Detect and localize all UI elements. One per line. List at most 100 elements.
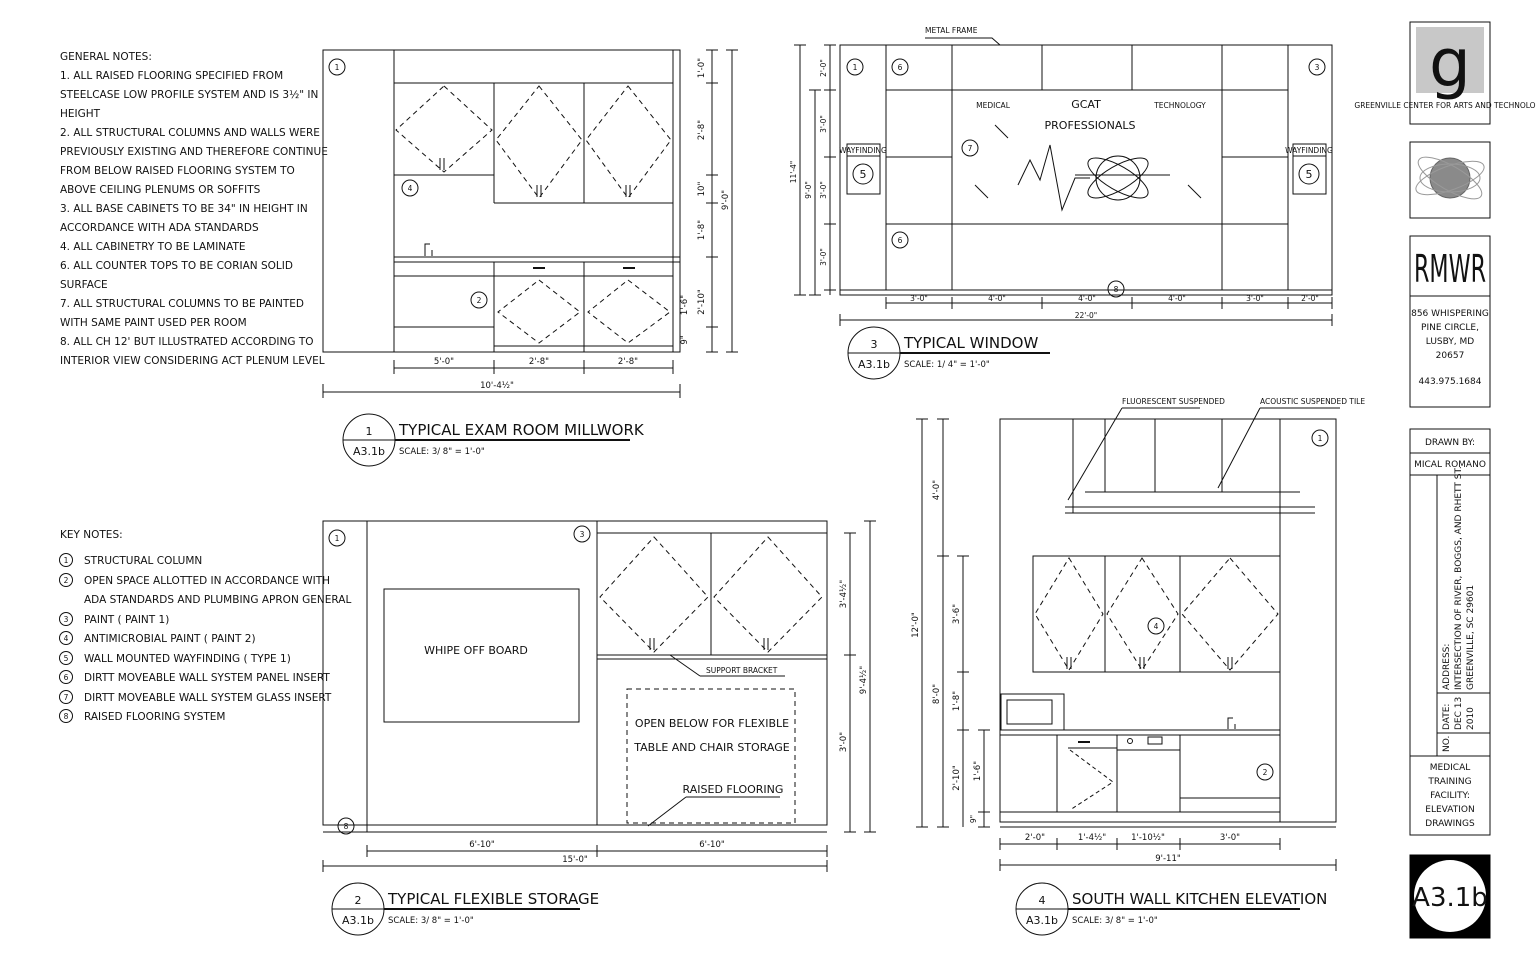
key-note-text: WALL MOUNTED WAYFINDING ( TYPE 1) bbox=[84, 653, 291, 665]
atom-logo-box bbox=[1409, 141, 1491, 219]
drawing3-tag: 3 bbox=[1315, 63, 1320, 72]
drawing1-dim: 9" bbox=[680, 335, 690, 344]
drawing1-dim: 1'-0" bbox=[697, 58, 707, 78]
general-note-line: FROM BELOW RAISED FLOORING SYSTEM TO bbox=[60, 165, 295, 177]
project-name-line: TRAINING bbox=[1427, 777, 1471, 787]
drawing2-sheet-ref: A3.1b bbox=[342, 914, 374, 927]
key-note-number: 1 bbox=[64, 556, 69, 565]
drawing4-dim: 4'-0" bbox=[932, 480, 942, 500]
key-notes: KEY NOTES: 1 STRUCTURAL COLUMN 2 OPEN SP… bbox=[59, 529, 351, 723]
drawing2-dim: 6'-10" bbox=[699, 840, 725, 850]
support-bracket-label: SUPPORT BRACKET bbox=[706, 666, 778, 675]
number-label: NO. bbox=[1442, 736, 1452, 752]
drawing2-dim: 3'-4½" bbox=[839, 580, 849, 608]
key-note-text: ADA STANDARDS AND PLUMBING APRON GENERAL bbox=[84, 594, 351, 606]
firm-address-line: LUSBY, MD bbox=[1426, 337, 1475, 347]
key-note-item: 2 OPEN SPACE ALLOTTED IN ACCORDANCE WITH bbox=[59, 573, 330, 587]
drawing4-tag: 4 bbox=[1154, 622, 1159, 631]
address-label: ADDRESS: bbox=[1442, 644, 1452, 690]
project-name-line: DRAWINGS bbox=[1425, 819, 1475, 829]
drawing2-title-block: 2 A3.1b TYPICAL FLEXIBLE STORAGE SCALE: … bbox=[331, 882, 599, 936]
general-note-line: WITH SAME PAINT USED PER ROOM bbox=[60, 317, 247, 329]
address-value-line1: INTERSECTION OF RIVER, BOGGS, AND RHETT … bbox=[1454, 466, 1464, 690]
drawing3-dim-total: 22'-0" bbox=[1075, 311, 1098, 320]
drawing2-tag: 8 bbox=[344, 822, 349, 831]
drawing3-tag: 1 bbox=[853, 63, 858, 72]
drawing3-title-block: 3 A3.1b TYPICAL WINDOW SCALE: 1/ 4" = 1'… bbox=[847, 326, 1050, 380]
general-note-line: 7. ALL STRUCTURAL COLUMNS TO BE PAINTED bbox=[60, 298, 304, 310]
atom-logo bbox=[1415, 156, 1485, 200]
general-note-line: 8. ALL CH 12' BUT ILLUSTRATED ACCORDING … bbox=[60, 336, 314, 348]
general-note-line: STEELCASE LOW PROFILE SYSTEM AND IS 3½" … bbox=[60, 89, 318, 101]
drawing4-dim: 1'-4½" bbox=[1078, 833, 1106, 843]
general-note-line: INTERIOR VIEW CONSIDERING ACT PLENUM LEV… bbox=[60, 355, 325, 367]
general-note-line: SURFACE bbox=[60, 279, 108, 291]
drawing4-number: 4 bbox=[1039, 894, 1046, 907]
drawing4-sheet-ref: A3.1b bbox=[1026, 914, 1058, 927]
key-notes-title: KEY NOTES: bbox=[60, 529, 123, 541]
drawing3-tag: 5 bbox=[1306, 168, 1313, 181]
drawing-south-wall-kitchen: 1 4 2 FLUORESCENT SUSPENDED ACOUSTIC SUS… bbox=[911, 397, 1365, 936]
drawing4-title: SOUTH WALL KITCHEN ELEVATION bbox=[1072, 890, 1327, 908]
fluorescent-label: FLUORESCENT SUSPENDED bbox=[1122, 397, 1225, 406]
drawing2-dim-total: 15'-0" bbox=[562, 855, 588, 865]
key-note-text: PAINT ( PAINT 1) bbox=[84, 614, 169, 626]
drawing3-tag: 6 bbox=[898, 236, 903, 245]
drawing4-dim-total: 9'-11" bbox=[1155, 854, 1181, 864]
firm-info-box bbox=[1409, 235, 1491, 408]
drawing2-number: 2 bbox=[355, 894, 362, 907]
drawing1-dim: 2'-8" bbox=[618, 357, 638, 367]
drawing4-dim: 3'-6" bbox=[952, 604, 962, 624]
drawing1-tag: 4 bbox=[408, 184, 413, 193]
key-note-item: 6 DIRTT MOVEABLE WALL SYSTEM PANEL INSER… bbox=[59, 670, 330, 684]
key-note-text: ANTIMICROBIAL PAINT ( PAINT 2) bbox=[84, 633, 256, 645]
drawing4-dim: 1'-8" bbox=[952, 691, 962, 711]
drawing3-dim: 4'-0" bbox=[988, 294, 1006, 303]
drawing3-title: TYPICAL WINDOW bbox=[903, 334, 1038, 352]
window-text-gcat: GCAT bbox=[1071, 98, 1101, 111]
firm-logo bbox=[1416, 27, 1484, 93]
storage-note-line2: TABLE AND CHAIR STORAGE bbox=[633, 741, 790, 754]
drawing4-dim: 8'-0" bbox=[932, 684, 942, 704]
drawing2-dim: 3'-0" bbox=[839, 732, 849, 752]
key-note-item: 5 WALL MOUNTED WAYFINDING ( TYPE 1) bbox=[59, 651, 291, 665]
drawing1-dim-total: 10'-4½" bbox=[480, 381, 514, 391]
key-note-number: 3 bbox=[64, 615, 69, 624]
firm-logo-letter: g bbox=[1429, 25, 1471, 102]
key-note-number: 8 bbox=[64, 712, 69, 721]
key-note-number: 2 bbox=[64, 576, 69, 585]
drawing-flexible-storage: WHIPE OFF BOARD OPEN BELOW FOR FLEXIBLE … bbox=[322, 520, 876, 936]
drawing4-tag: 1 bbox=[1318, 434, 1323, 443]
key-note-text: OPEN SPACE ALLOTTED IN ACCORDANCE WITH bbox=[84, 575, 330, 587]
window-text-medical: MEDICAL bbox=[976, 101, 1011, 110]
address-value-line2: GREENVILLE, SC 29601 bbox=[1466, 585, 1476, 690]
key-note-text: DIRTT MOVEABLE WALL SYSTEM GLASS INSERT bbox=[84, 692, 332, 704]
drawing1-scale: SCALE: 3/ 8" = 1'-0" bbox=[399, 447, 485, 457]
drawing1-title-block: 1 A3.1b TYPICAL EXAM ROOM MILLWORK SCALE… bbox=[342, 413, 645, 467]
drawing3-tag: 8 bbox=[1114, 285, 1119, 294]
general-note-line: 2. ALL STRUCTURAL COLUMNS AND WALLS WERE bbox=[60, 127, 320, 139]
whiteboard-label: WHIPE OFF BOARD bbox=[424, 644, 528, 657]
drawing3-tag: 6 bbox=[898, 63, 903, 72]
date-value-line1: DEC 13 bbox=[1454, 697, 1464, 730]
key-note-number: 4 bbox=[64, 634, 69, 643]
sheet-number: A3.1b bbox=[1412, 883, 1488, 913]
key-note-text: RAISED FLOORING SYSTEM bbox=[84, 711, 226, 723]
key-note-number: 6 bbox=[64, 673, 69, 682]
drawing1-title: TYPICAL EXAM ROOM MILLWORK bbox=[398, 421, 645, 439]
drawing2-dim: 6'-10" bbox=[469, 840, 495, 850]
acoustic-label: ACOUSTIC SUSPENDED TILE bbox=[1260, 397, 1365, 406]
key-note-number: 7 bbox=[64, 693, 69, 702]
drawing4-dim: 9" bbox=[969, 815, 978, 823]
firm-phone: 443.975.1684 bbox=[1419, 377, 1482, 387]
raised-flooring-label: RAISED FLOORING bbox=[683, 783, 784, 796]
drawing3-dim: 2'-0" bbox=[1301, 294, 1319, 303]
drawing2-title: TYPICAL FLEXIBLE STORAGE bbox=[387, 890, 599, 908]
drawn-by-label: DRAWN BY: bbox=[1425, 438, 1475, 448]
key-note-text: STRUCTURAL COLUMN bbox=[84, 555, 202, 567]
drawing-exam-room-millwork: 1 4 2 5'-0" 2'-8" 2'-8" 10'-4½" 1'-0" 2'… bbox=[322, 49, 738, 467]
drawing3-dim: 2'-0" bbox=[819, 59, 828, 77]
drawing1-dim: 2'-8" bbox=[529, 357, 549, 367]
key-note-number: 5 bbox=[64, 654, 69, 663]
